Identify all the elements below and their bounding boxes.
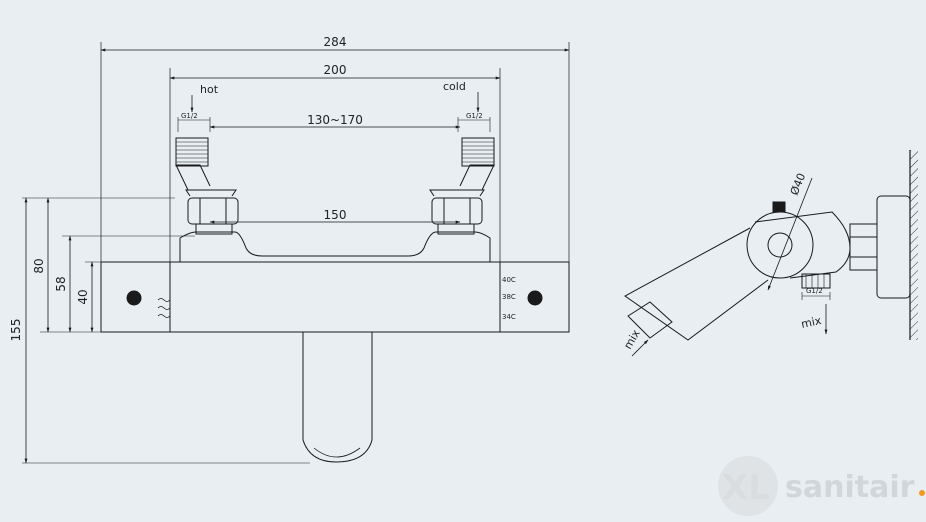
eccentric-hot — [175, 164, 211, 191]
temp-mark-34: 34C — [502, 313, 516, 321]
label-150: 150 — [324, 208, 347, 222]
union-nut-cold — [431, 197, 483, 225]
side-view — [624, 150, 918, 357]
label-80: 80 — [32, 258, 46, 273]
end-cap-left — [126, 290, 142, 306]
side-top-knob — [772, 201, 786, 213]
eccentric-cold — [459, 164, 495, 191]
side-body-circle — [746, 211, 814, 279]
wall-hatch — [910, 150, 918, 340]
side-spout — [624, 227, 769, 341]
front-view — [22, 42, 570, 464]
label-40: 40 — [76, 289, 90, 304]
mixer-body — [100, 261, 570, 333]
label-284: 284 — [324, 35, 347, 49]
label-thread-cold: G1/2 — [466, 112, 483, 120]
logo-badge-text: XL — [722, 468, 770, 508]
label-side-thread: G1/2 — [806, 287, 823, 295]
logo-badge — [718, 456, 778, 516]
side-body — [754, 211, 851, 279]
label-hot: hot — [200, 83, 219, 96]
thread-hot — [175, 137, 209, 167]
side-union-nut — [849, 223, 878, 271]
end-cap-right — [527, 290, 543, 306]
temp-mark-38: 38C — [502, 293, 516, 301]
label-cold: cold — [443, 80, 466, 93]
label-thread-hot: G1/2 — [181, 112, 198, 120]
union-top-cold — [429, 189, 485, 197]
thread-cold — [461, 137, 495, 167]
logo-word: sanitair — [785, 470, 915, 505]
logo-dot — [919, 490, 925, 496]
label-155: 155 — [9, 319, 23, 342]
union-nut-hot — [187, 197, 239, 225]
watermark-logo: XL sanitair — [718, 456, 925, 516]
label-diameter: Ø40 — [788, 171, 809, 197]
label-mix-bottom: mix — [800, 314, 823, 331]
spout-aerator — [627, 301, 673, 339]
diameter-leader — [767, 177, 813, 291]
side-outlet-thread — [801, 273, 831, 289]
label-58: 58 — [54, 276, 68, 291]
mix-arrow-spout — [631, 339, 649, 357]
spout-front — [302, 332, 373, 463]
label-200: 200 — [324, 63, 347, 77]
temp-mark-40: 40C — [502, 276, 516, 284]
union-top-hot — [185, 189, 237, 197]
label-130-170: 130~170 — [307, 113, 363, 127]
side-inner-circle — [767, 232, 793, 258]
wall-escutcheon — [876, 195, 911, 299]
body-top-profile — [179, 231, 491, 262]
